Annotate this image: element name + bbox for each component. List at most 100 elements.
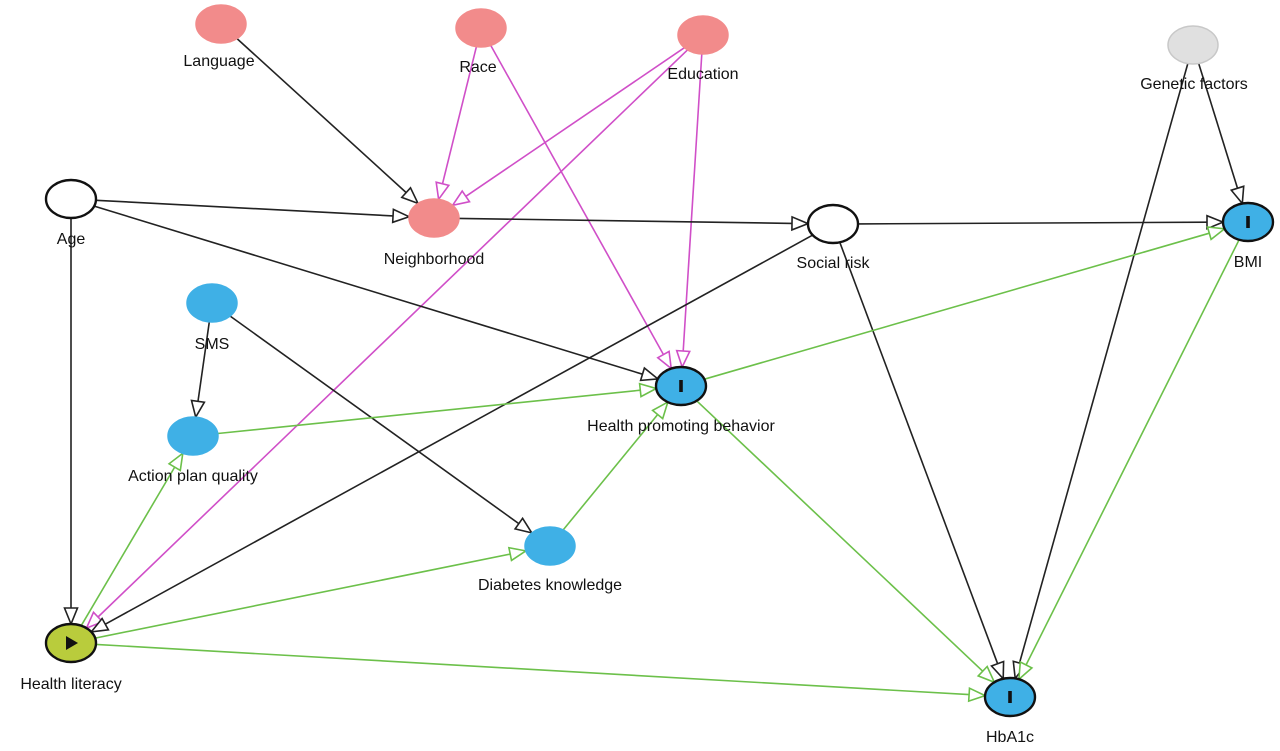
node-label: Age — [57, 231, 86, 248]
edge-line — [1025, 239, 1240, 666]
bar-icon — [1008, 691, 1012, 703]
node-hl[interactable]: Health literacy — [20, 622, 122, 693]
node-label: Health promoting behavior — [587, 418, 775, 435]
node-label: Education — [667, 66, 738, 83]
node-apq[interactable]: Action plan quality — [128, 416, 258, 485]
arrowhead — [84, 610, 104, 630]
node-ellipse[interactable] — [524, 526, 576, 566]
arrowhead — [391, 208, 412, 224]
edge-neighborhood-to-socialrisk — [458, 215, 811, 232]
nodes-layer: Language Race Education Genetic factorsAgeN… — [20, 4, 1275, 746]
arrowhead — [513, 516, 534, 535]
edge-race-to-neighborhood — [435, 46, 478, 202]
play-icon — [66, 636, 78, 650]
arrowhead — [435, 181, 451, 202]
node-label: SMS — [195, 336, 230, 353]
edge-line — [95, 199, 394, 217]
edge-line — [217, 389, 641, 435]
node-label: Language — [183, 53, 254, 70]
edge-education-to-hpb — [675, 53, 703, 370]
edge-race-to-hpb — [490, 45, 673, 371]
arrowhead — [400, 186, 420, 205]
arrowhead — [1017, 660, 1034, 682]
node-education[interactable]: Education — [667, 15, 739, 83]
node-age[interactable]: Age — [44, 178, 98, 248]
node-ellipse[interactable] — [455, 8, 507, 48]
edge-line — [562, 413, 659, 531]
node-ellipse[interactable] — [167, 416, 219, 456]
edge-hl-to-apq — [80, 451, 184, 627]
arrowhead — [1206, 214, 1226, 230]
node-ellipse[interactable] — [408, 198, 460, 238]
node-ellipse[interactable] — [677, 15, 729, 55]
arrowhead — [675, 349, 691, 370]
node-label: HbA1c — [986, 729, 1034, 746]
arrowhead — [639, 366, 660, 382]
arrowhead — [167, 451, 184, 472]
edge-hl-to-hba1c — [95, 643, 988, 703]
node-ellipse[interactable] — [195, 4, 247, 44]
edge-age-to-hpb — [93, 205, 660, 382]
edge-dk-to-hpb — [562, 400, 670, 531]
arrowhead — [1206, 226, 1227, 241]
edge-line — [1197, 63, 1239, 189]
node-socialrisk[interactable]: Social risk — [797, 203, 871, 272]
edge-hpb-to-hba1c — [696, 400, 996, 684]
node-ellipse[interactable] — [806, 203, 860, 245]
node-bmi[interactable]: BMI — [1221, 201, 1275, 271]
arrowhead — [651, 400, 670, 420]
node-dk[interactable]: Diabetes knowledge — [478, 526, 622, 594]
arrowhead — [791, 215, 811, 232]
edge-hl-to-dk — [95, 546, 528, 639]
edge-line — [696, 400, 984, 672]
node-hba1c[interactable]: HbA1c — [983, 676, 1037, 746]
node-label: Neighborhood — [384, 251, 485, 268]
edge-line — [458, 217, 793, 225]
edge-line — [682, 53, 703, 352]
node-race[interactable]: Race — [455, 8, 507, 76]
node-ellipse[interactable] — [1167, 25, 1219, 65]
node-ellipse[interactable] — [44, 178, 98, 220]
node-genetic[interactable]: Genetic factors — [1140, 25, 1248, 93]
node-label: Race — [459, 59, 496, 76]
edge-education-to-hl — [84, 49, 689, 630]
node-sms[interactable]: SMS — [186, 283, 238, 353]
arrowhead — [89, 617, 110, 633]
edge-line — [93, 205, 643, 375]
arrowhead — [63, 607, 79, 627]
edge-age-to-hl — [63, 218, 79, 627]
edge-line — [229, 315, 520, 525]
node-ellipse[interactable] — [186, 283, 238, 323]
edge-line — [95, 643, 970, 696]
edge-line — [465, 47, 685, 197]
edge-line — [857, 221, 1208, 225]
arrowhead — [450, 189, 471, 207]
edge-hpb-to-bmi — [704, 226, 1227, 380]
node-neighborhood[interactable]: Neighborhood — [384, 198, 485, 268]
edge-line — [1018, 63, 1189, 664]
node-language[interactable]: Language — [183, 4, 255, 70]
edge-line — [97, 49, 689, 618]
node-label: BMI — [1234, 254, 1262, 271]
arrowhead — [976, 665, 996, 684]
edge-line — [704, 232, 1210, 380]
arrowhead — [1229, 185, 1245, 206]
edge-line — [441, 46, 478, 184]
bar-icon — [679, 380, 683, 392]
edge-apq-to-hpb — [217, 382, 659, 435]
edges-layer — [63, 38, 1245, 703]
node-label: Diabetes knowledge — [478, 577, 622, 594]
node-hpb[interactable]: Health promoting behavior — [587, 365, 776, 435]
edge-socialrisk-to-bmi — [857, 214, 1226, 230]
edge-line — [490, 45, 665, 355]
edge-line — [80, 466, 176, 627]
edge-genetic-to-hba1c — [1012, 63, 1189, 681]
edge-genetic-to-bmi — [1197, 63, 1245, 206]
edge-line — [104, 234, 814, 625]
arrowhead — [990, 660, 1005, 681]
edge-sms-to-dk — [229, 315, 534, 535]
arrowhead — [190, 399, 206, 420]
edge-socialrisk-to-hba1c — [839, 242, 1005, 681]
edge-line — [95, 553, 511, 639]
